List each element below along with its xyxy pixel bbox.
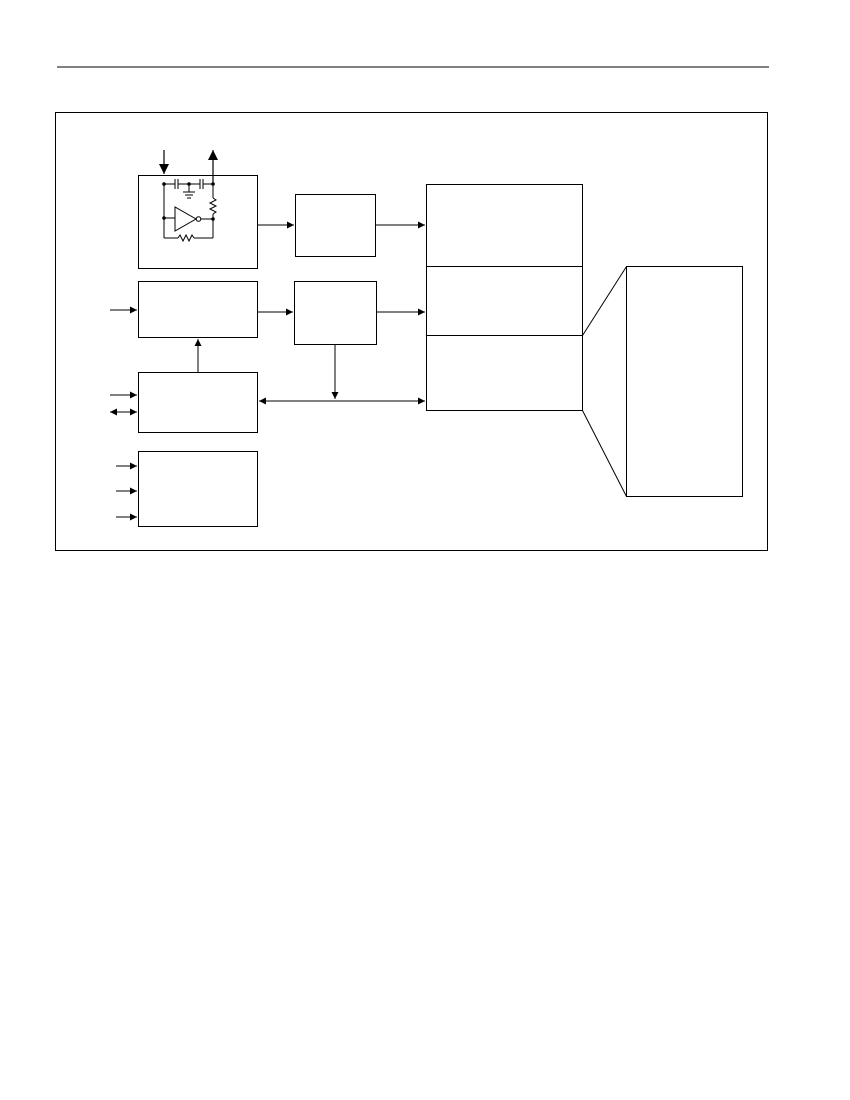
inverter-icon	[164, 206, 213, 232]
register-block-top	[426, 184, 583, 267]
resistor-icon	[164, 233, 213, 243]
power-block	[138, 451, 258, 527]
divider-block	[295, 194, 376, 257]
oscillator-block	[138, 150, 258, 269]
diagram-frame	[55, 112, 768, 551]
register-block-middle	[426, 266, 583, 336]
control-block	[294, 281, 377, 345]
interface-block	[138, 372, 258, 433]
resistor-icon	[208, 184, 218, 238]
zoom-line-top	[582, 266, 627, 336]
expanded-register-block	[626, 266, 743, 497]
register-block-bottom	[426, 335, 583, 411]
ground-icon	[183, 182, 195, 199]
input-block	[138, 281, 258, 338]
zoom-line-bottom	[582, 410, 627, 497]
